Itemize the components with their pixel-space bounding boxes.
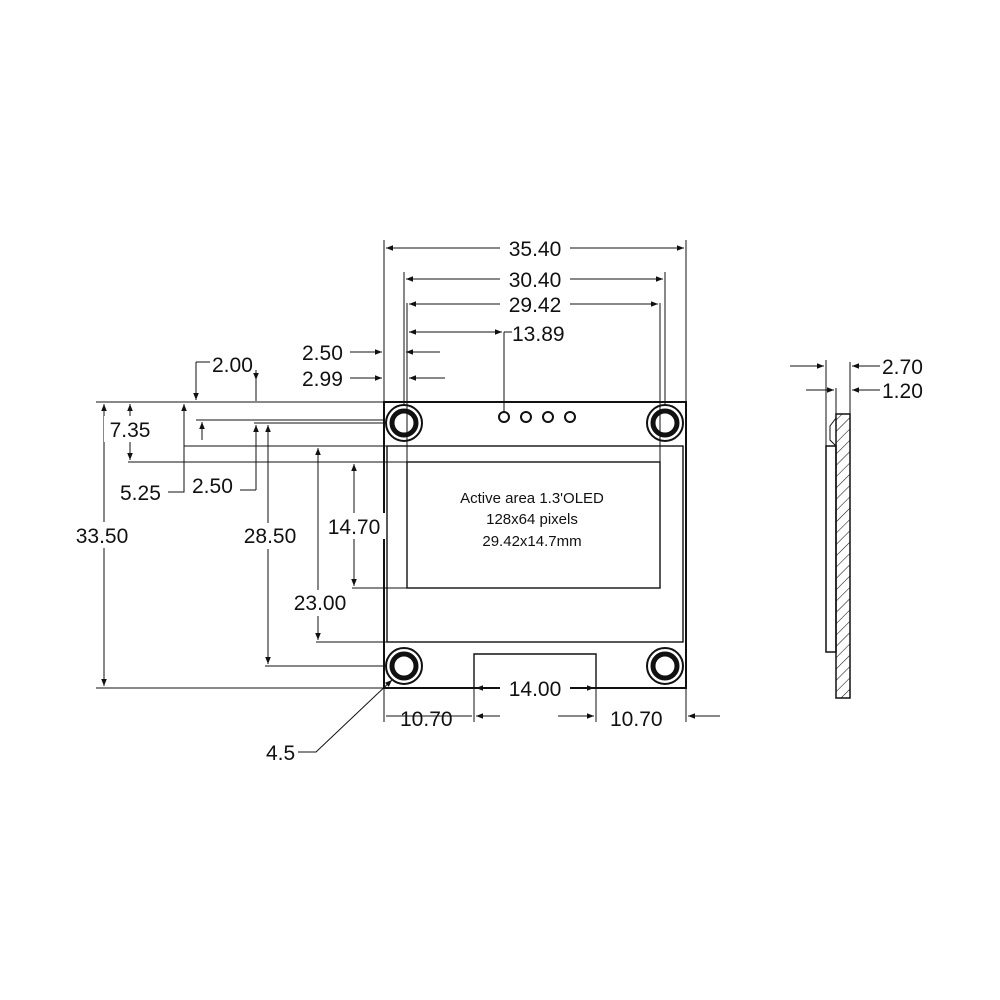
dim-connector-offset-left: 10.70 [400, 708, 453, 731]
dim-board-height: 33.50 [76, 525, 129, 548]
mounting-hole-bottom-left [385, 647, 423, 685]
mounting-hole-bottom-right [646, 647, 684, 685]
side-glass [825, 445, 837, 653]
dim-active-width: 29.42 [509, 294, 562, 317]
header-pins [498, 411, 576, 423]
dim-hole-top-offset: 2.00 [212, 354, 253, 377]
side-pcb [835, 413, 851, 699]
dim-pin-offset: 13.89 [512, 323, 565, 346]
active-area-note-line2: 128x64 pixels [486, 511, 578, 528]
dim-board-width: 35.40 [509, 238, 562, 261]
glass-outline [386, 445, 684, 643]
dim-hole-top-offset-b: 2.50 [192, 475, 233, 498]
pin-4 [564, 411, 576, 423]
side-view: 2.70 1.20 [790, 356, 923, 699]
dim-connector-offset-right: 10.70 [610, 708, 663, 731]
active-area-note-line3: 29.42x14.7mm [482, 533, 581, 550]
dim-hole-diameter: 4.5 [266, 742, 295, 765]
dim-glass-height: 23.00 [294, 592, 347, 615]
mounting-hole-top-right [646, 404, 684, 442]
dim-hole-pitch-y: 28.50 [244, 525, 297, 548]
pin-2 [520, 411, 532, 423]
active-area-note-line1: Active area 1.3'OLED [460, 490, 604, 507]
front-view: Active area 1.3'OLED 128x64 pixels 29.42… [70, 236, 720, 765]
dim-active-top-offset: 7.35 [110, 419, 151, 442]
connector-outline [473, 653, 597, 688]
dim-hole-edge-offset-a: 2.50 [302, 342, 343, 365]
dim-pcb-thickness: 1.20 [882, 380, 923, 403]
dim-active-edge-offset: 2.99 [302, 368, 343, 391]
dim-hole-pitch-x: 30.40 [509, 269, 562, 292]
mounting-hole-top-left [385, 404, 423, 442]
dim-total-thickness: 2.70 [882, 356, 923, 379]
dim-active-height: 14.70 [328, 516, 381, 539]
dim-glass-top-offset: 5.25 [120, 482, 161, 505]
pin-3 [542, 411, 554, 423]
dim-connector-width: 14.00 [509, 678, 562, 701]
pin-1 [498, 411, 510, 423]
active-area [406, 461, 661, 589]
